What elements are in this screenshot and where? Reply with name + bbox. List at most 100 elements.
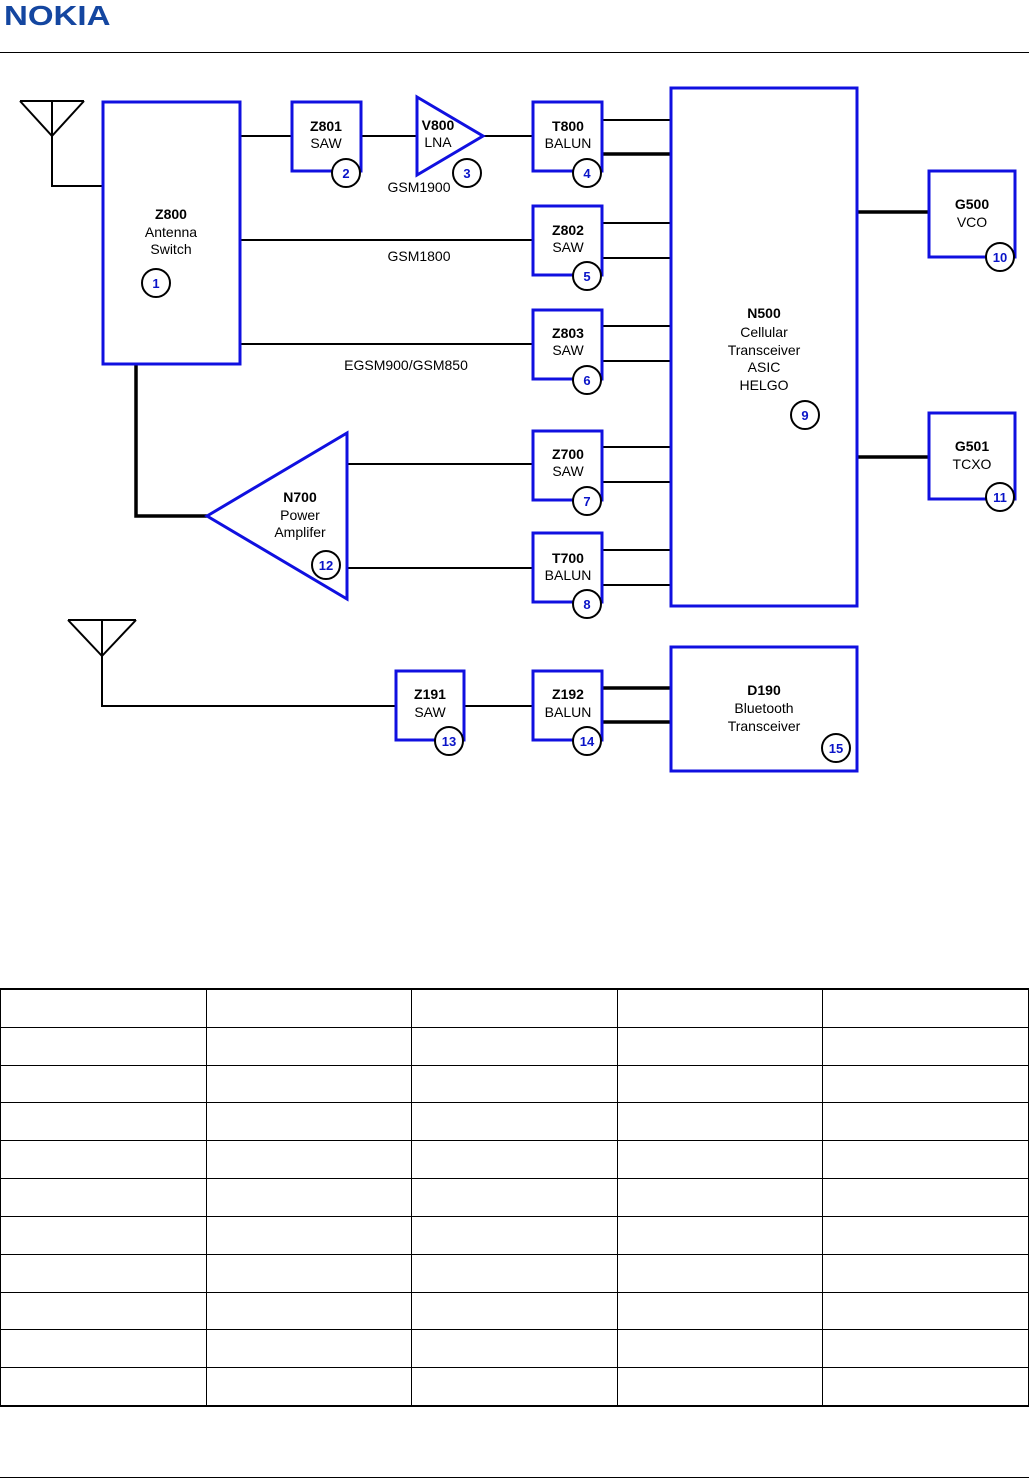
n700-power-amplifier-block: N700 Power Amplifer 12 — [204, 430, 349, 602]
table-cell — [0, 1064, 207, 1104]
table-cell — [616, 1367, 824, 1408]
table-cell — [411, 1253, 618, 1293]
table-cell — [0, 1253, 207, 1293]
table-row — [0, 1102, 1029, 1142]
svg-text:Transceiver: Transceiver — [728, 342, 801, 358]
svg-text:Z192: Z192 — [552, 686, 584, 702]
table-cell — [205, 1102, 413, 1142]
table-cell — [205, 1178, 413, 1217]
table-cell — [205, 1329, 413, 1369]
svg-text:6: 6 — [583, 373, 590, 388]
table-cell — [616, 987, 824, 1028]
table-cell — [822, 1253, 1029, 1293]
svg-text:SAW: SAW — [552, 342, 584, 358]
table-cell — [616, 1291, 824, 1331]
svg-text:SAW: SAW — [552, 239, 584, 255]
header-rule — [0, 52, 1029, 53]
table-cell — [0, 1140, 207, 1180]
table-cell — [411, 1329, 618, 1369]
svg-text:10: 10 — [993, 250, 1007, 265]
svg-text:SAW: SAW — [414, 704, 446, 720]
svg-text:9: 9 — [801, 408, 808, 423]
svg-text:Power: Power — [280, 507, 320, 523]
svg-text:Transceiver: Transceiver — [728, 718, 801, 734]
table-cell — [822, 1178, 1029, 1217]
z700-saw-block: Z700 SAW 7 — [531, 429, 604, 516]
table-cell — [616, 1140, 824, 1180]
table-cell — [205, 1064, 413, 1104]
table-cell — [822, 1026, 1029, 1066]
table-cell — [822, 1140, 1029, 1180]
svg-text:Z191: Z191 — [414, 686, 446, 702]
table-cell — [822, 987, 1029, 1028]
table-cell — [616, 1215, 824, 1255]
cellular-antenna-icon — [19, 100, 103, 187]
svg-text:LNA: LNA — [424, 134, 452, 150]
svg-text:VCO: VCO — [957, 214, 987, 230]
svg-text:D190: D190 — [747, 682, 781, 698]
svg-text:G500: G500 — [955, 196, 989, 212]
table-cell — [616, 1329, 824, 1369]
table-row — [0, 1140, 1029, 1180]
table-cell — [616, 1178, 824, 1217]
table-cell — [411, 1215, 618, 1255]
svg-text:T800: T800 — [552, 118, 584, 134]
svg-text:Switch: Switch — [150, 241, 191, 257]
table-cell — [411, 1367, 618, 1408]
table-cell — [411, 1178, 618, 1217]
table-cell — [411, 1102, 618, 1142]
svg-text:N700: N700 — [283, 489, 317, 505]
svg-text:G501: G501 — [955, 438, 989, 454]
table-row — [0, 987, 1029, 1028]
svg-text:HELGO: HELGO — [739, 377, 788, 393]
g501-tcxo-block: G501 TCXO 11 — [927, 411, 1017, 512]
signal-wires — [134, 119, 929, 724]
svg-text:N500: N500 — [747, 305, 781, 321]
table-cell — [0, 1329, 207, 1369]
table-cell — [0, 1178, 207, 1217]
table-cell — [0, 1102, 207, 1142]
svg-text:14: 14 — [580, 734, 595, 749]
bluetooth-antenna-icon — [67, 619, 396, 707]
table-cell — [822, 1064, 1029, 1104]
table-cell — [616, 1064, 824, 1104]
table-cell — [822, 1291, 1029, 1331]
svg-text:15: 15 — [829, 741, 843, 756]
table-cell — [0, 1367, 207, 1408]
table-row — [0, 1291, 1029, 1331]
svg-text:Amplifer: Amplifer — [274, 524, 326, 540]
svg-text:7: 7 — [583, 494, 590, 509]
svg-text:8: 8 — [583, 597, 590, 612]
z800-ref: Z800 — [155, 206, 187, 222]
table-cell — [616, 1102, 824, 1142]
n500-transceiver-block: N500 Cellular Transceiver ASIC HELGO 9 — [669, 86, 859, 608]
egsm900-label: EGSM900/GSM850 — [344, 357, 468, 373]
table-cell — [0, 1215, 207, 1255]
table-cell — [0, 1026, 207, 1066]
d190-bluetooth-block: D190 Bluetooth Transceiver 15 — [669, 645, 859, 773]
svg-text:SAW: SAW — [310, 135, 342, 151]
nokia-logo: NOKIA — [4, 0, 111, 31]
z192-balun-block: Z192 BALUN 14 — [531, 669, 604, 756]
table-cell — [205, 1291, 413, 1331]
table-cell — [616, 1026, 824, 1066]
svg-text:Z700: Z700 — [552, 446, 584, 462]
table-row — [0, 1253, 1029, 1293]
svg-text:Bluetooth: Bluetooth — [734, 700, 793, 716]
table-cell — [411, 987, 618, 1028]
table-row — [0, 1026, 1029, 1066]
table-cell — [205, 1026, 413, 1066]
table-cell — [205, 1215, 413, 1255]
empty-parts-table — [0, 987, 1029, 1408]
table-cell — [411, 1291, 618, 1331]
svg-text:Z803: Z803 — [552, 325, 584, 341]
svg-text:V800: V800 — [422, 117, 455, 133]
svg-text:SAW: SAW — [552, 463, 584, 479]
svg-text:4: 4 — [583, 166, 591, 181]
footer-rule — [0, 1477, 1029, 1478]
table-cell — [205, 1367, 413, 1408]
table-cell — [822, 1367, 1029, 1408]
table-cell — [822, 1215, 1029, 1255]
svg-text:Cellular: Cellular — [740, 324, 788, 340]
table-cell — [411, 1026, 618, 1066]
